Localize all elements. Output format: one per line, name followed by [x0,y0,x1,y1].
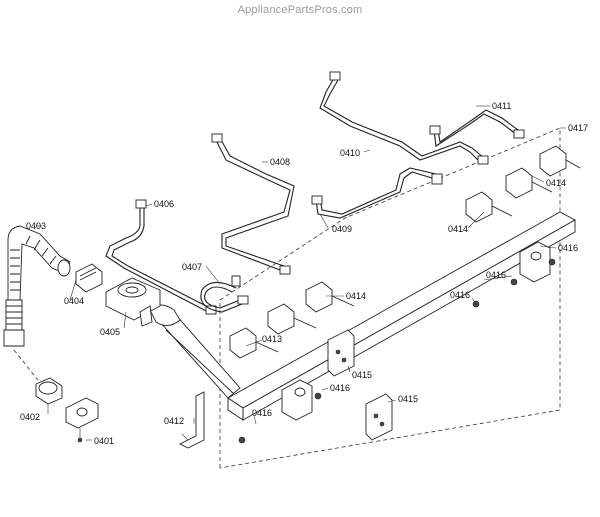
gas-tube-0410 [319,71,489,165]
label-0404: 0404 [64,296,84,306]
label-0415-b: 0415 [398,394,418,404]
label-0401: 0401 [94,436,114,446]
gas-tube-0407 [200,275,249,313]
screws-0416 [238,258,556,444]
label-0416-center: 0416 [450,290,470,300]
label-0416-bracket: 0416 [330,383,350,393]
fitting-0402 [13,349,63,405]
burner-valve-0413 [229,303,317,359]
label-0412: 0412 [164,416,184,426]
label-0416-left: 0416 [252,408,272,418]
label-0410: 0410 [340,148,360,158]
gas-tube-0409 [311,167,443,219]
fitting-0404 [75,263,103,293]
gas-tube-0406 [105,199,217,315]
label-0403: 0403 [26,221,46,231]
spark-switch-0415-a [327,329,355,377]
leader-lines [36,105,566,441]
label-0406: 0406 [154,199,174,209]
burner-valve-0414-front [305,281,355,313]
bracket-0401 [65,397,99,443]
label-0417: 0417 [568,123,588,133]
flexible-gas-hose [3,225,71,347]
manifold-inlet-tube [149,304,241,399]
label-0415-a: 0415 [352,370,372,380]
part-labels: 0401 0402 0403 0404 0405 0406 0407 0408 … [20,101,588,446]
label-0414-rear: 0414 [546,178,566,188]
watermark: AppliancePartsPros.com [237,4,363,16]
label-0416-right: 0416 [558,243,578,253]
burner-valve-0414-rear [505,145,581,199]
bracket-0412 [178,391,205,449]
label-0402: 0402 [20,412,40,422]
gas-tube-0411 [429,109,525,147]
label-0414-mid: 0414 [448,224,468,234]
label-0414-front: 0414 [346,291,366,301]
pressure-regulator [105,277,161,327]
label-0416-mid: 0416 [486,270,506,280]
label-0405: 0405 [100,327,120,337]
label-0409: 0409 [332,224,352,234]
gas-manifold-bar [227,211,576,421]
spark-switch-0415-b [365,393,393,441]
manifold-boundary [219,127,561,469]
label-0411: 0411 [492,101,511,111]
label-0413: 0413 [262,334,282,344]
gas-tube-0408 [211,133,295,275]
label-0407: 0407 [182,262,202,272]
burner-valve-0414-mid [465,191,513,223]
label-0408: 0408 [270,157,290,167]
